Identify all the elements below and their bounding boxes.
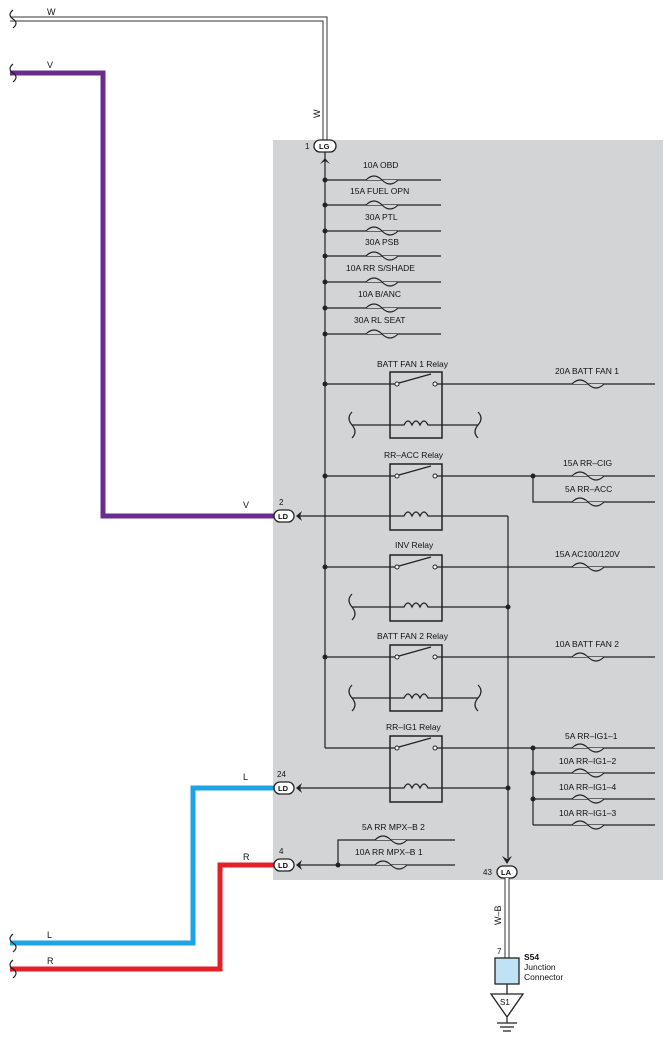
- fuse-ptl: [365, 226, 399, 236]
- break-mark-v: [9, 63, 17, 83]
- fuse-fuel-opn: [365, 200, 399, 210]
- wire-r: [10, 862, 276, 972]
- ground-symbol-s1: S1: [489, 993, 525, 1032]
- svg-text:4: 4: [279, 847, 284, 856]
- svg-text:Junction: Junction: [524, 962, 556, 972]
- svg-text:Connector: Connector: [524, 972, 563, 982]
- fuse-rr-ig1-2: [571, 768, 605, 778]
- fuse-batt-fan-2: [571, 652, 605, 662]
- fuse-rl-seat: [365, 329, 399, 339]
- svg-text:S1: S1: [500, 998, 510, 1007]
- coil-break-marks: [348, 411, 482, 712]
- svg-text:INV Relay: INV Relay: [395, 540, 434, 550]
- svg-text:LA: LA: [501, 868, 512, 877]
- wire-v: [10, 70, 276, 519]
- fuse-label-psb: 30A PSB: [365, 237, 399, 247]
- relay-block-panel: [273, 140, 663, 880]
- fuse-batt-fan-1: [571, 379, 605, 389]
- arrow-ld-4: [296, 860, 302, 870]
- fuse-rr-ig1-1: [571, 743, 605, 753]
- break-mark-r: [9, 959, 17, 979]
- wire-label-l-connector: L: [243, 772, 248, 782]
- internal-wiring: [300, 152, 655, 866]
- wire-l: [10, 785, 276, 946]
- svg-text:RR–IG1 Relay: RR–IG1 Relay: [386, 722, 442, 732]
- fuse-b-anc: [365, 303, 399, 313]
- svg-text:2: 2: [279, 498, 284, 507]
- fuse-rr-acc: [571, 497, 605, 507]
- arrow-ld-24: [296, 783, 302, 793]
- svg-text:43: 43: [483, 868, 492, 877]
- wire-label-v: V: [47, 60, 53, 70]
- wire-label-v-connector: V: [243, 500, 249, 510]
- fuse-label-rr-ig1-2: 10A RR–IG1–2: [559, 756, 616, 766]
- svg-text:RR–ACC Relay: RR–ACC Relay: [384, 450, 444, 460]
- fuse-label-b-anc: 10A B/ANC: [358, 289, 401, 299]
- svg-text:S54: S54: [524, 952, 539, 962]
- fuse-rr-ig1-4: [571, 794, 605, 804]
- fuse-obd: [365, 175, 399, 185]
- break-mark-l: [9, 933, 17, 953]
- fuse-psb: [365, 251, 399, 261]
- fuse-label-ac100-120v: 15A AC100/120V: [555, 549, 620, 559]
- junction-connector-s54: 7 S54 Junction Connector: [494, 947, 563, 985]
- wire-w: [10, 16, 328, 140]
- junction-dots: [322, 177, 536, 868]
- top-fuse-group: 10A OBD 15A FUEL OPN 30A PTL 30A PSB 10A…: [346, 160, 415, 339]
- fuse-rr-mpx-b-1: [374, 860, 408, 870]
- svg-text:LD: LD: [278, 861, 289, 870]
- svg-text:LG: LG: [319, 142, 330, 151]
- fuse-label-rr-acc: 5A RR–ACC: [565, 484, 612, 494]
- fuse-label-rr-cig: 15A RR–CIG: [563, 458, 612, 468]
- fuse-label-rr-ig1-1: 5A RR–IG1–1: [565, 731, 618, 741]
- fuse-ac100-120v: [571, 562, 605, 572]
- fuse-label-rl-seat: 30A RL SEAT: [354, 315, 406, 325]
- fuse-label-batt-fan-1: 20A BATT FAN 1: [555, 366, 619, 376]
- svg-text:BATT FAN 1 Relay: BATT FAN 1 Relay: [377, 359, 449, 369]
- fuse-label-rr-mpx-b-1: 10A RR MPX–B 1: [355, 847, 423, 857]
- svg-text:BATT FAN 2 Relay: BATT FAN 2 Relay: [377, 631, 449, 641]
- relay-inv: INV Relay: [389, 540, 443, 622]
- svg-text:1: 1: [305, 142, 310, 151]
- fuse-label-rr-ig1-3: 10A RR–IG1–3: [559, 808, 616, 818]
- fuse-label-batt-fan-2: 10A BATT FAN 2: [555, 639, 619, 649]
- fuse-rr-s-shade: [365, 277, 399, 287]
- relay-rr-ig1: RR–IG1 Relay: [386, 722, 443, 803]
- svg-text:LD: LD: [278, 784, 289, 793]
- wire-label-w-b: W–B: [493, 905, 503, 925]
- fuse-label-rr-s-shade: 10A RR S/SHADE: [346, 263, 415, 273]
- wire-label-l: L: [47, 930, 52, 940]
- connector-la: LA 43: [483, 865, 518, 879]
- wire-label-r: R: [47, 956, 54, 966]
- arrow-ld-2: [296, 511, 302, 521]
- fuse-label-obd: 10A OBD: [363, 160, 398, 170]
- wire-label-r-connector: R: [243, 852, 250, 862]
- arrow-la: [502, 856, 512, 864]
- fuse-label-fuel-opn: 15A FUEL OPN: [350, 186, 409, 196]
- fuse-label-ptl: 30A PTL: [365, 212, 398, 222]
- relay-batt-fan-1: BATT FAN 1 Relay: [377, 359, 449, 439]
- relay-rr-acc: RR–ACC Relay: [384, 450, 444, 531]
- fuse-rr-mpx-b-2: [374, 835, 408, 845]
- break-mark-w: [9, 9, 17, 29]
- wire-label-w-vertical: W: [312, 109, 322, 118]
- fuse-rr-ig1-3: [571, 820, 605, 830]
- fuse-label-rr-mpx-b-2: 5A RR MPX–B 2: [362, 822, 425, 832]
- wire-label-w: W: [47, 7, 56, 17]
- fuse-rr-cig: [571, 471, 605, 481]
- svg-text:LD: LD: [278, 512, 289, 521]
- fuse-label-rr-ig1-4: 10A RR–IG1–4: [559, 782, 616, 792]
- connector-ld-24: LD 24: [273, 770, 295, 795]
- relay-batt-fan-2: BATT FAN 2 Relay: [377, 631, 449, 712]
- svg-text:7: 7: [497, 947, 502, 956]
- connector-ld-4: LD 4: [273, 847, 295, 872]
- connector-ld-2: LD 2: [273, 498, 295, 523]
- svg-text:24: 24: [277, 770, 286, 779]
